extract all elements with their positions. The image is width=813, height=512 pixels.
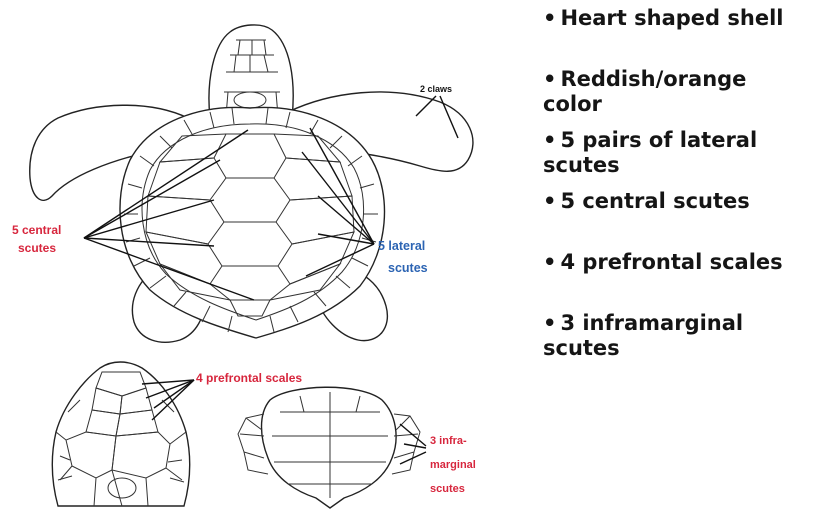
inframarginal-label: 3 infra- marginal scutes [430, 435, 479, 495]
bullet-icon: • [543, 311, 556, 335]
fact-list: •Heart shaped shell •Reddish/orange colo… [543, 6, 811, 372]
bullet-icon: • [543, 189, 556, 213]
head [209, 25, 293, 118]
fact-item: •5 central scutes [543, 189, 811, 239]
claws-label: 2 claws [420, 84, 452, 94]
bullet-icon: • [543, 128, 556, 152]
central-label: 5 central scutes [12, 223, 65, 255]
fact-item: •3 inframarginal scutes [543, 311, 811, 361]
bullet-icon: • [543, 67, 556, 91]
bullet-icon: • [543, 6, 556, 30]
plastron-detail: 3 infra- marginal scutes [238, 387, 479, 508]
lateral-label: 5 lateral scutes [378, 239, 429, 275]
bullet-icon: • [543, 250, 556, 274]
fact-item: •Reddish/orange color [543, 67, 811, 117]
fact-item: •4 prefrontal scales [543, 250, 811, 300]
fact-item: •Heart shaped shell [543, 6, 811, 56]
prefrontal-label: 4 prefrontal scales [196, 371, 302, 385]
turtle-diagram: 2 claws 5 central scutes 5 lateral scute… [0, 0, 530, 512]
turtle-top-view: 2 claws 5 central scutes 5 lateral scute… [12, 25, 473, 342]
fact-item: •5 pairs of lateral scutes [543, 128, 811, 178]
